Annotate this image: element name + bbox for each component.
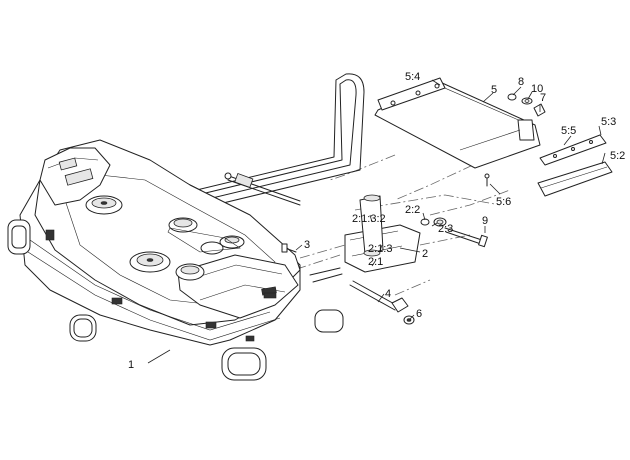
callout-6: 6 — [416, 308, 422, 320]
callout-2-2: 2:2 — [405, 204, 420, 216]
callout-5-6: 5:6 — [496, 196, 511, 208]
callout-9: 9 — [482, 215, 488, 227]
callout-5-3: 5:3 — [601, 116, 616, 128]
callout-8: 8 — [518, 76, 524, 88]
pin-5-6 — [484, 173, 490, 187]
callout-7: 7 — [540, 92, 546, 104]
pulleys — [85, 195, 245, 281]
hanger-bracket-assembly — [309, 194, 447, 283]
rear-shield-plate — [374, 77, 541, 169]
callout-5-2: 5:2 — [610, 150, 625, 162]
callout-4: 4 — [385, 288, 391, 300]
callout-5: 5 — [491, 84, 497, 96]
callout-2-3: 2:3 — [438, 223, 453, 235]
strip-5-3 — [539, 134, 607, 166]
leader-lines — [147, 79, 606, 364]
callout-2: 2 — [422, 248, 428, 260]
callout-5-4: 5:4 — [405, 71, 420, 83]
callout-3: 3 — [304, 239, 310, 251]
mower-deck — [7, 139, 344, 381]
bolt-3 — [281, 243, 297, 253]
callout-labels: 1 2 2:1 2:1:3 2:1:3:2 2:2 2:3 3 4 5 5:2 … — [128, 71, 625, 371]
callout-5-5: 5:5 — [561, 125, 576, 137]
nut-6 — [403, 315, 415, 325]
hardware-8-10-7 — [507, 93, 546, 117]
callout-2-1: 2:1 — [368, 256, 383, 268]
rod-4 — [349, 280, 409, 313]
callout-2-1-3-2: 2:1:3:2 — [352, 213, 386, 225]
callout-10: 10 — [531, 83, 543, 95]
callout-1: 1 — [128, 359, 134, 371]
callout-2-1-3: 2:1:3 — [368, 243, 392, 255]
lift-rod — [224, 172, 301, 206]
strip-5-2 — [537, 161, 613, 197]
bolt-9 — [444, 227, 488, 248]
